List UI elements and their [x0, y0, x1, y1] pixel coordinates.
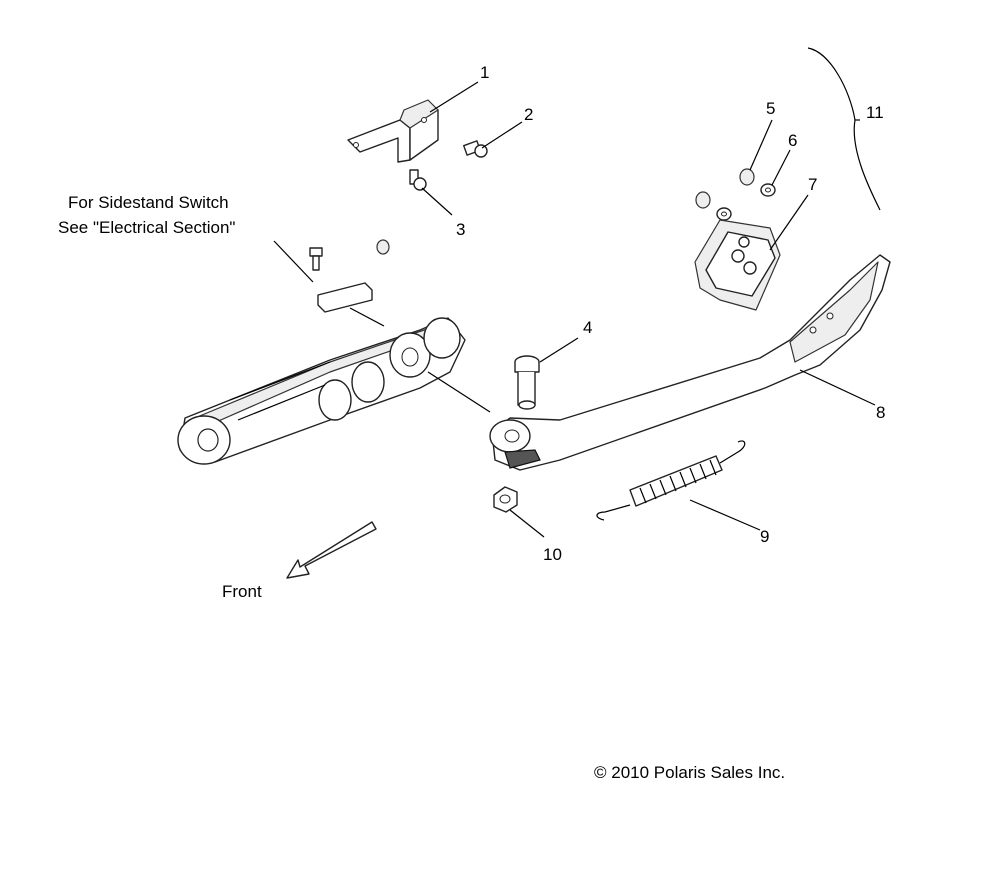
nut-part-10 — [493, 486, 518, 513]
callout-2: 2 — [524, 105, 533, 124]
copyright: © 2010 Polaris Sales Inc. — [594, 763, 785, 782]
callout-3: 3 — [456, 220, 465, 239]
washer-part-6 — [716, 183, 776, 221]
bolt-part-3 — [409, 169, 427, 191]
callout-4: 4 — [583, 318, 592, 337]
callout-9: 9 — [760, 527, 769, 546]
front-arrow-icon — [286, 521, 377, 579]
callout-11: 11 — [866, 103, 884, 122]
callout-10: 10 — [543, 545, 562, 564]
callout-1: 1 — [480, 63, 489, 82]
brace-part-11 — [807, 47, 881, 211]
callout-8: 8 — [876, 403, 885, 422]
sidestand-mount — [177, 317, 466, 465]
callout-7: 7 — [808, 175, 817, 194]
sidestand-switch — [309, 239, 390, 313]
callout-6: 6 — [788, 131, 797, 150]
pivot-bolt-part-4 — [514, 355, 540, 410]
spring-part-9 — [596, 440, 746, 521]
front-label: Front — [222, 582, 262, 601]
leader-lines — [273, 81, 876, 538]
switch-note-line-2: See "Electrical Section" — [58, 218, 235, 237]
callout-5: 5 — [766, 99, 775, 118]
bracket-part-1 — [347, 99, 439, 163]
bumper-part-5 — [695, 168, 755, 209]
pad-part-7 — [694, 219, 781, 311]
bolt-part-2 — [463, 140, 488, 158]
sidestand-part-8 — [489, 254, 891, 471]
switch-note-line-1: For Sidestand Switch — [68, 193, 229, 212]
